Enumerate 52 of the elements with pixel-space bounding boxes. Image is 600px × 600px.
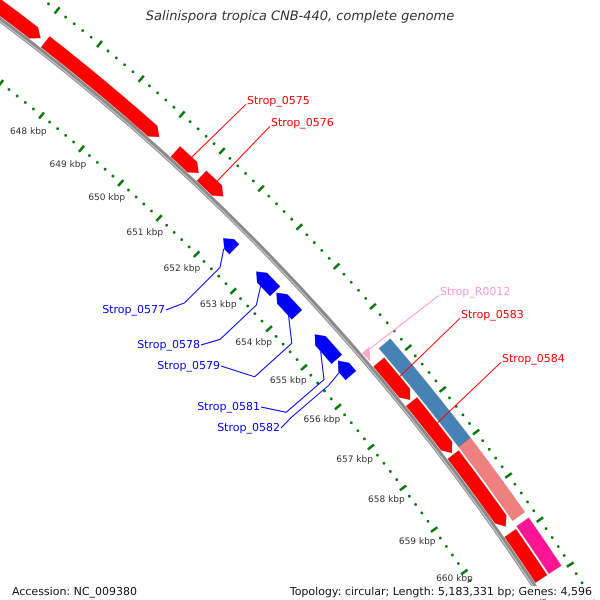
gene-feature: [0, 0, 41, 39]
scale-label: 656 kbp: [304, 415, 340, 426]
leader-line: [191, 104, 246, 158]
leader-line: [436, 362, 502, 424]
gene-feature: [314, 334, 342, 364]
gene-feature: [276, 292, 303, 320]
gene-label: Strop_0581: [197, 400, 260, 414]
genome-summary-text: Topology: circular; Length: 5,183,331 bp; Genes: 4,596: [288, 586, 594, 599]
gene-feature: [372, 357, 410, 400]
gene-feature: [170, 146, 200, 174]
accession-text: Accession: NC_009380: [10, 586, 140, 599]
gene-label: Strop_0577: [102, 304, 165, 316]
gene-feature: [222, 238, 240, 255]
gene-label: Strop_0584: [502, 352, 565, 366]
gene-feature: [504, 528, 548, 584]
leader-line: [370, 294, 440, 350]
leader-line: [399, 318, 460, 377]
scale-label: 660 kbp: [436, 574, 473, 584]
gene-label: Strop_0583: [461, 308, 524, 322]
gene-label: Strop_0575: [247, 94, 310, 108]
gene-feature: [338, 360, 357, 381]
gene-label: Strop_R0012: [440, 286, 510, 298]
feature-bar: [378, 338, 471, 448]
gene-feature: [196, 170, 224, 197]
feature-bar: [458, 437, 526, 522]
scale-label: 652 kbp: [164, 264, 200, 274]
gene-triangle: [362, 346, 370, 362]
scale-label: 650 kbp: [88, 193, 126, 204]
scale-label: 648 kbp: [10, 126, 47, 137]
leader-line: [220, 316, 292, 378]
gene-label: Strop_0576: [271, 116, 334, 130]
gene-feature: [447, 450, 507, 527]
leader-line: [260, 351, 325, 413]
scale-label: 649 kbp: [50, 160, 86, 170]
gene-label: Strop_0578: [137, 338, 200, 352]
gene-feature: [406, 396, 452, 454]
gene-feature: [256, 271, 281, 297]
scale-label: 653 kbp: [200, 300, 237, 311]
gene-label: Strop_0582: [217, 422, 280, 434]
leader-line: [200, 286, 262, 346]
leader-line: [216, 126, 270, 182]
leader-line: [280, 372, 340, 428]
gene-label: Strop_0579: [157, 360, 220, 372]
scale-label: 655 kbp: [270, 376, 307, 386]
leader-line: [166, 248, 224, 310]
scale-label: 651 kbp: [126, 228, 164, 239]
title: Salinispora tropica CNB-440, complete genome: [146, 10, 454, 25]
feature-bar: [516, 517, 562, 574]
scale-label: 659 kbp: [398, 536, 436, 548]
scale-label: 657 kbp: [336, 454, 373, 466]
scale-label: 658 kbp: [368, 495, 405, 506]
scale-label: 654 kbp: [235, 338, 272, 348]
